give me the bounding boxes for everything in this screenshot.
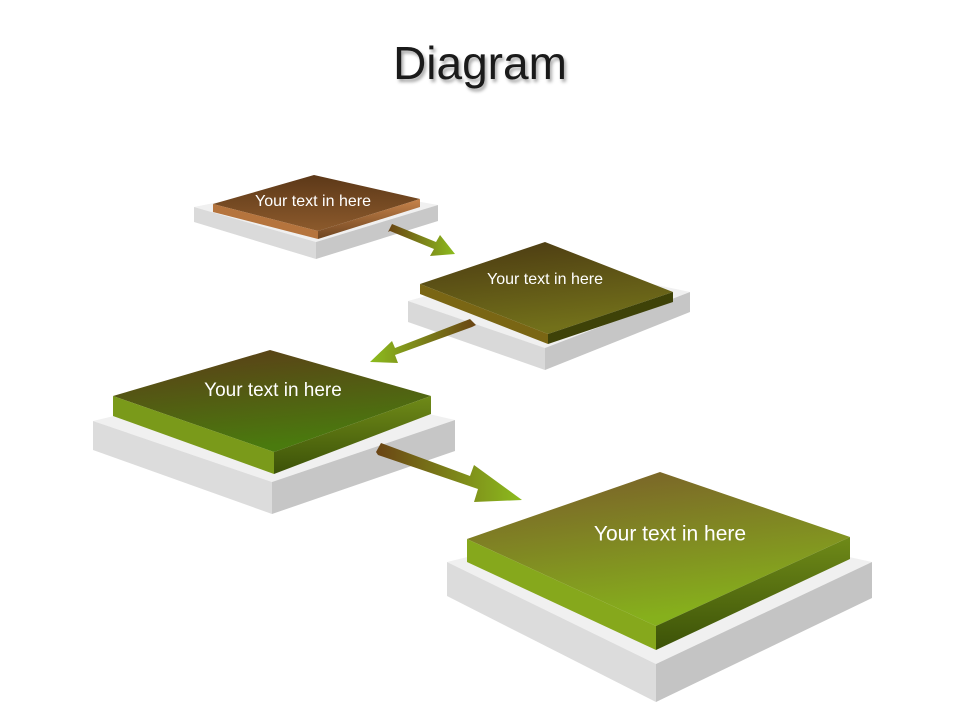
- step-box-3: Your text in here: [93, 350, 455, 514]
- step-box-2: Your text in here: [408, 242, 690, 370]
- step-box-4-label: Your text in here: [594, 523, 746, 546]
- step-box-3-label: Your text in here: [204, 380, 342, 401]
- arrow-3: [376, 443, 522, 502]
- slide-title: Diagram: [393, 37, 567, 89]
- arrow-1: [388, 224, 455, 256]
- step-box-1-label: Your text in here: [255, 193, 371, 210]
- step-box-2-label: Your text in here: [487, 271, 603, 288]
- arrow-2: [370, 319, 476, 363]
- step-box-4: Your text in here: [447, 472, 872, 702]
- step-box-1: Your text in here: [194, 175, 438, 259]
